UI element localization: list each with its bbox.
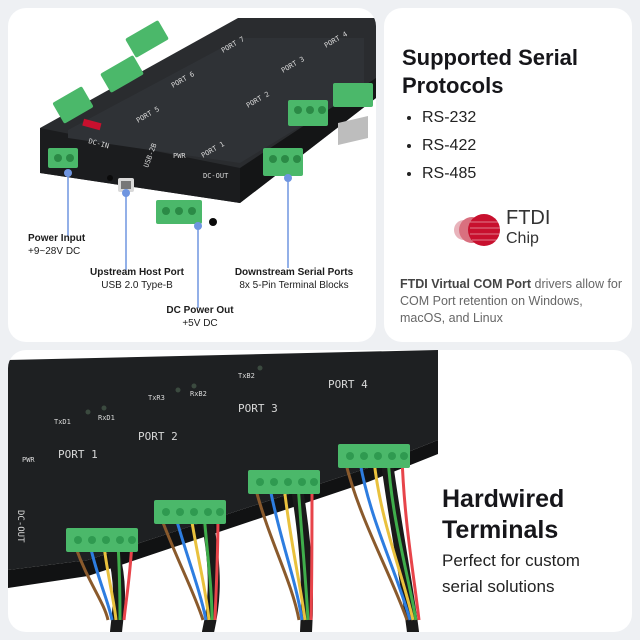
driver-note-text: drivers allow for COM Port retention on … xyxy=(400,277,623,325)
bottom-tx2-label: TxR3 xyxy=(148,394,165,402)
hardwired-subtext: Perfect for custom serial solutions xyxy=(442,548,580,600)
driver-note-bold: FTDI Virtual COM Port xyxy=(400,277,532,291)
dc-out-detail: +5V DC xyxy=(182,318,218,329)
protocols-heading: Supported Serial Protocols xyxy=(402,44,578,100)
callout-upstream: Upstream Host Port USB 2.0 Type-B xyxy=(78,266,196,292)
hardwired-heading-line1: Hardwired xyxy=(442,485,565,513)
bottom-dc-out-label: DC-OUT xyxy=(15,510,25,543)
ftdi-logo-subtext: Chip xyxy=(506,230,539,247)
protocols-card: Supported Serial Protocols RS-232 RS-422… xyxy=(384,8,632,342)
bottom-port-4-label: PORT 4 xyxy=(328,378,368,391)
pwr-label: PWR xyxy=(173,152,186,160)
upstream-detail: USB 2.0 Type-B xyxy=(101,280,173,291)
protocol-item: RS-232 xyxy=(422,104,476,132)
protocols-heading-line2: Protocols xyxy=(402,73,504,98)
callout-dc-power-out: DC Power Out +5V DC xyxy=(158,304,242,330)
callout-downstream: Downstream Serial Ports 8x 5-Pin Termina… xyxy=(224,266,364,292)
ftdi-logo: FTDI Chip xyxy=(450,208,570,252)
protocols-heading-line1: Supported Serial xyxy=(402,45,579,70)
bottom-rx2-label: RxB2 xyxy=(190,390,207,398)
bottom-tx1-label: TxD1 xyxy=(54,418,71,426)
device-overview-card: PORT 1 PORT 2 PORT 3 PORT 4 PORT 5 PORT … xyxy=(8,8,376,342)
bottom-port-2-label: PORT 2 xyxy=(138,430,178,443)
protocol-item: RS-422 xyxy=(422,132,476,160)
downstream-title: Downstream Serial Ports xyxy=(234,267,354,278)
bottom-tx3-label: TxB2 xyxy=(238,372,255,380)
hardwired-heading: Hardwired Terminals xyxy=(442,484,564,546)
ftdi-logo-text: FTDI xyxy=(506,207,551,229)
dc-out-label: DC-OUT xyxy=(203,172,229,180)
bottom-pwr-label: PWR xyxy=(22,456,35,464)
protocol-item: RS-485 xyxy=(422,160,476,188)
callout-power-input: Power Input +9~28V DC xyxy=(28,232,85,258)
power-input-detail: +9~28V DC xyxy=(28,246,81,257)
dc-out-title: DC Power Out xyxy=(166,305,234,316)
bottom-port-1-label: PORT 1 xyxy=(58,448,98,461)
hardwired-subtext-line1: Perfect for custom xyxy=(442,551,580,570)
terminals-illustration: PORT 2 PORT 1 PORT 3 PORT 4 TxD1 RxD1 Tx… xyxy=(8,350,438,632)
ftdi-logo-mark xyxy=(454,214,500,246)
upstream-title: Upstream Host Port xyxy=(90,267,184,278)
hardwired-subtext-line2: serial solutions xyxy=(442,577,555,596)
bottom-rx1-label: RxD1 xyxy=(98,414,115,422)
driver-note: FTDI Virtual COM Port drivers allow for … xyxy=(400,276,628,327)
device-illustration: PORT 1 PORT 2 PORT 3 PORT 4 PORT 5 PORT … xyxy=(40,18,376,308)
hardwired-heading-line2: Terminals xyxy=(442,516,559,544)
protocol-list: RS-232 RS-422 RS-485 xyxy=(402,104,476,188)
downstream-detail: 8x 5-Pin Terminal Blocks xyxy=(239,280,349,291)
bottom-port-3-label: PORT 3 xyxy=(238,402,278,415)
power-input-title: Power Input xyxy=(28,233,86,244)
hardwired-card: PORT 2 PORT 1 PORT 3 PORT 4 TxD1 RxD1 Tx… xyxy=(8,350,632,632)
